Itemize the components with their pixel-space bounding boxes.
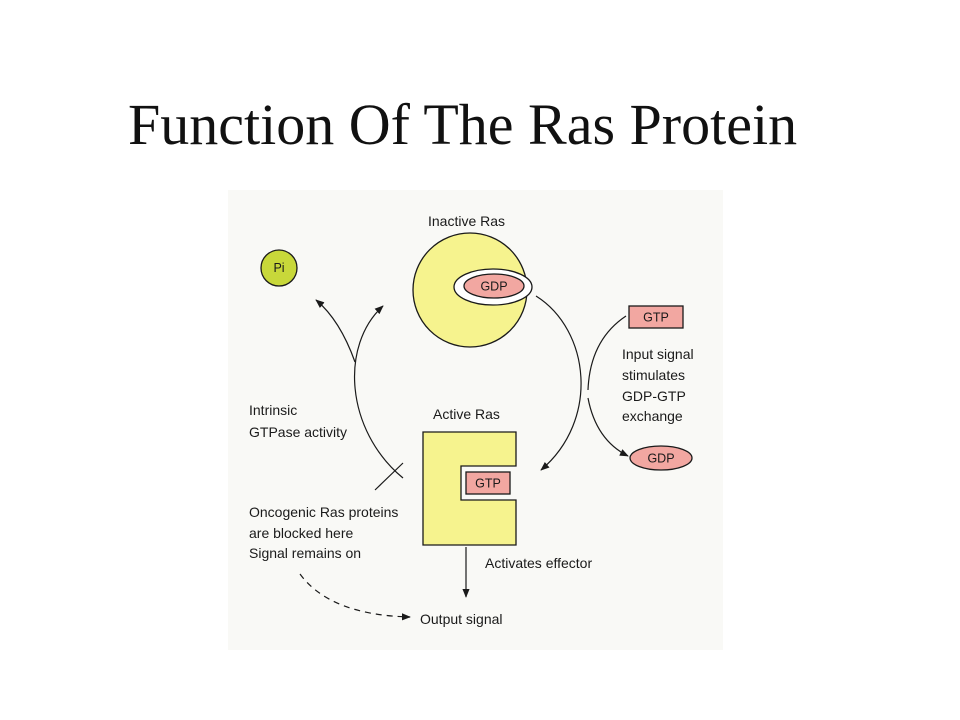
pi-molecule: Pi [260, 249, 298, 287]
bound-gdp [463, 273, 525, 299]
gtpase-note-line: GTPase activity [249, 424, 347, 440]
bound-gtp-label: GTP [475, 477, 501, 491]
inactive-ras-protein: GDP [412, 232, 533, 348]
exchange-note-line: stimulates [622, 367, 685, 383]
oncogenic-note: Oncogenic Ras proteins are blocked here … [249, 504, 398, 561]
exchange-note: Input signal stimulates GDP-GTP exchange [622, 346, 694, 424]
pi-label: Pi [273, 261, 284, 275]
oncogenic-note-line: Signal remains on [249, 545, 361, 561]
bound-gtp [465, 471, 511, 495]
exchange-note-line: exchange [622, 408, 683, 424]
inactive-ras-label: Inactive Ras [428, 213, 505, 229]
oncogenic-note-line: Oncogenic Ras proteins [249, 504, 398, 520]
gtpase-note: Intrinsic GTPase activity [249, 402, 347, 440]
bound-gdp-label: GDP [480, 280, 507, 294]
pi-release-arrow [315, 299, 356, 363]
signal-on-dashed-arrow [299, 573, 411, 621]
exchange-note-line: GDP-GTP [622, 388, 686, 404]
output-signal-label: Output signal [420, 611, 503, 627]
effector-label: Activates effector [485, 555, 592, 571]
slide-title: Function Of The Ras Protein [128, 92, 797, 157]
gtp-entry-curve [587, 315, 627, 391]
gdp-released: GDP [629, 445, 693, 471]
oncogenic-note-line: are blocked here [249, 525, 354, 541]
gdp-release-arrow [587, 397, 629, 457]
activation-arrow [535, 295, 582, 471]
gtp-input-label: GTP [643, 311, 669, 325]
ras-cycle-diagram: Pi Inactive Ras GDP GTP Input signal sti… [228, 190, 723, 650]
active-ras-protein: GTP [422, 431, 517, 546]
gdp-released-label: GDP [647, 452, 674, 466]
block-mark [374, 462, 404, 491]
gtpase-note-line: Intrinsic [249, 402, 297, 418]
gtp-input: GTP [628, 305, 684, 329]
active-ras-body [422, 431, 517, 546]
exchange-note-line: Input signal [622, 346, 694, 362]
gtp-hydrolysis-arrow [354, 305, 404, 479]
gdp-released-ellipse [629, 445, 693, 471]
gtp-input-box [628, 305, 684, 329]
active-ras-label: Active Ras [433, 406, 500, 422]
pi-circle [260, 249, 298, 287]
